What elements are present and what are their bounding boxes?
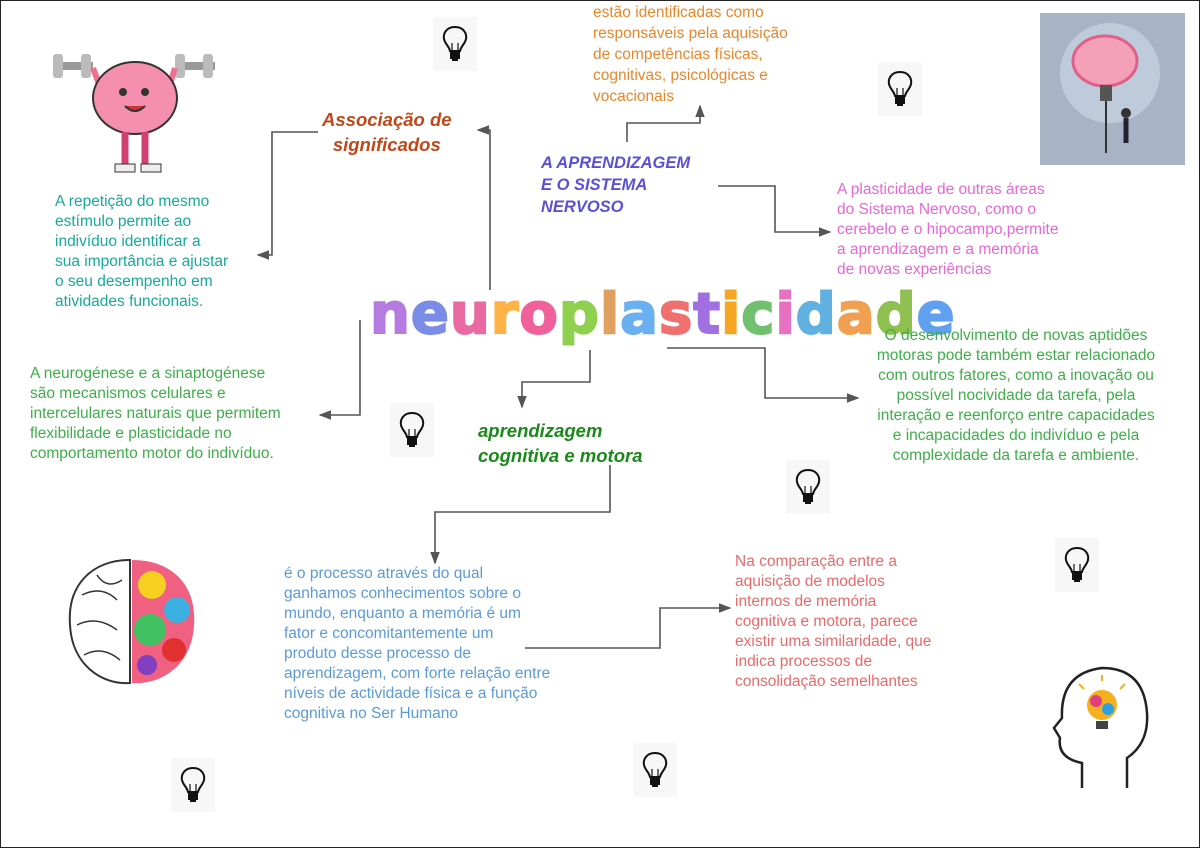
connector-sistema-competencias xyxy=(626,104,705,142)
lightbulb-icon xyxy=(633,743,677,797)
title-letter: o xyxy=(518,281,559,348)
title-letter: n xyxy=(369,281,411,348)
node-cognitiva-motora: aprendizagem cognitiva e motora xyxy=(478,420,643,466)
text-aptidoes: O desenvolvimento de novas aptidões moto… xyxy=(876,327,1156,464)
title-letter: e xyxy=(410,281,450,348)
title-letter: t xyxy=(692,281,722,348)
colorful-brain-illustration xyxy=(68,558,195,685)
text-plasticidade-areas: A plasticidade de outras áreas do Sistem… xyxy=(837,181,1059,278)
connector-associacao-repeticao xyxy=(256,131,318,260)
lightbulb-icon xyxy=(878,62,922,116)
lightbulb-icon xyxy=(433,17,477,71)
text-processo: é o processo através do qual ganhamos co… xyxy=(284,565,551,722)
brain-dumbbell-illustration xyxy=(53,54,215,173)
main-title-neuroplasticidade: neuroplasticidade xyxy=(369,281,956,348)
text-comparacao: Na comparação entre a aquisição de model… xyxy=(735,553,932,690)
node-sistema-nervoso: A APRENDIZAGEM E O SISTEMA NERVOSO xyxy=(541,154,691,216)
title-letter: c xyxy=(740,281,776,348)
title-letter: u xyxy=(449,281,491,348)
title-letter: l xyxy=(599,281,621,348)
lightbulb-icon xyxy=(390,403,434,457)
connector-title-neurogenese xyxy=(318,320,361,420)
lightbulb-icon xyxy=(786,460,830,514)
title-letter: r xyxy=(490,281,520,348)
text-repeticao: A repetição do mesmo estímulo permite ao… xyxy=(55,193,229,310)
connector-cognitiva-processo xyxy=(430,465,611,565)
text-neurogenese: A neurogénese e a sinaptogénese são meca… xyxy=(30,365,281,462)
text-competencias: estão identificadas como responsáveis pe… xyxy=(593,4,788,105)
title-letter: d xyxy=(875,281,917,348)
head-lightbulb-illustration xyxy=(1052,666,1149,788)
connector-title-cognitiva xyxy=(517,350,591,409)
lightbulb-icon xyxy=(171,758,215,812)
connector-title-associacao xyxy=(476,125,491,290)
title-letter: a xyxy=(619,281,659,348)
title-letter: i xyxy=(720,281,742,348)
title-letter: s xyxy=(658,281,694,348)
title-letter: p xyxy=(558,281,600,348)
title-letter: i xyxy=(774,281,796,348)
connector-sistema-plasticidade xyxy=(718,185,832,237)
node-associacao: Associação de significados xyxy=(322,109,452,155)
brain-lightbulb-illustration xyxy=(1040,13,1185,165)
connector-title-aptidoes xyxy=(667,347,860,403)
title-letter: d xyxy=(795,281,837,348)
lightbulb-icon xyxy=(1055,538,1099,592)
connector-processo-comparacao xyxy=(525,603,732,649)
title-letter: e xyxy=(916,281,956,348)
title-letter: a xyxy=(836,281,876,348)
